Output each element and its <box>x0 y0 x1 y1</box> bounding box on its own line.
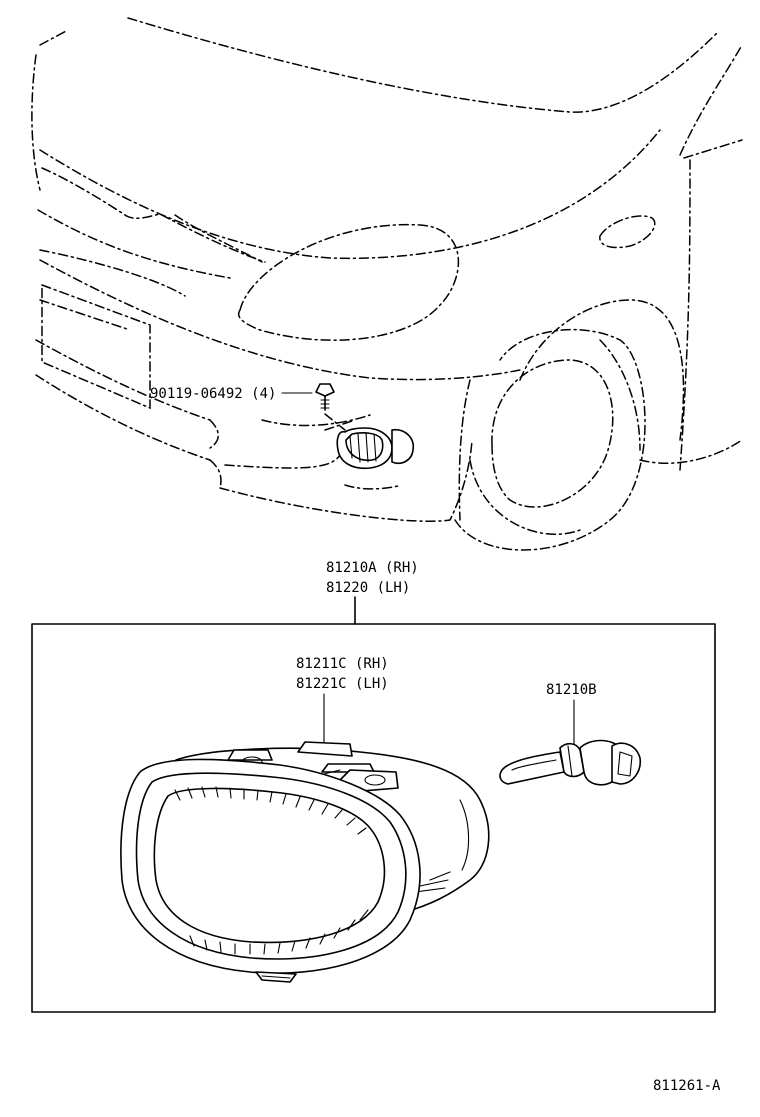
bolt-part-label: 90119-06492 (4) <box>150 386 276 402</box>
figure-id: 811261-A <box>653 1078 721 1094</box>
car-front-outline <box>31 17 743 551</box>
unit-lh-label: 81221C (LH) <box>296 676 389 692</box>
fog-lamp-small-icon <box>336 427 415 470</box>
bolt-icon <box>315 383 335 411</box>
assembly-rh-label: 81210A (RH) <box>326 560 419 576</box>
assembly-lh-label: 81220 (LH) <box>326 580 410 596</box>
unit-rh-label: 81211C (RH) <box>296 656 389 672</box>
fog-lamp-unit-icon <box>120 741 490 983</box>
bulb-icon <box>499 739 642 786</box>
detail-box <box>31 623 716 1013</box>
bolt-leader-dashed <box>324 413 346 431</box>
bulb-label: 81210B <box>546 682 597 698</box>
